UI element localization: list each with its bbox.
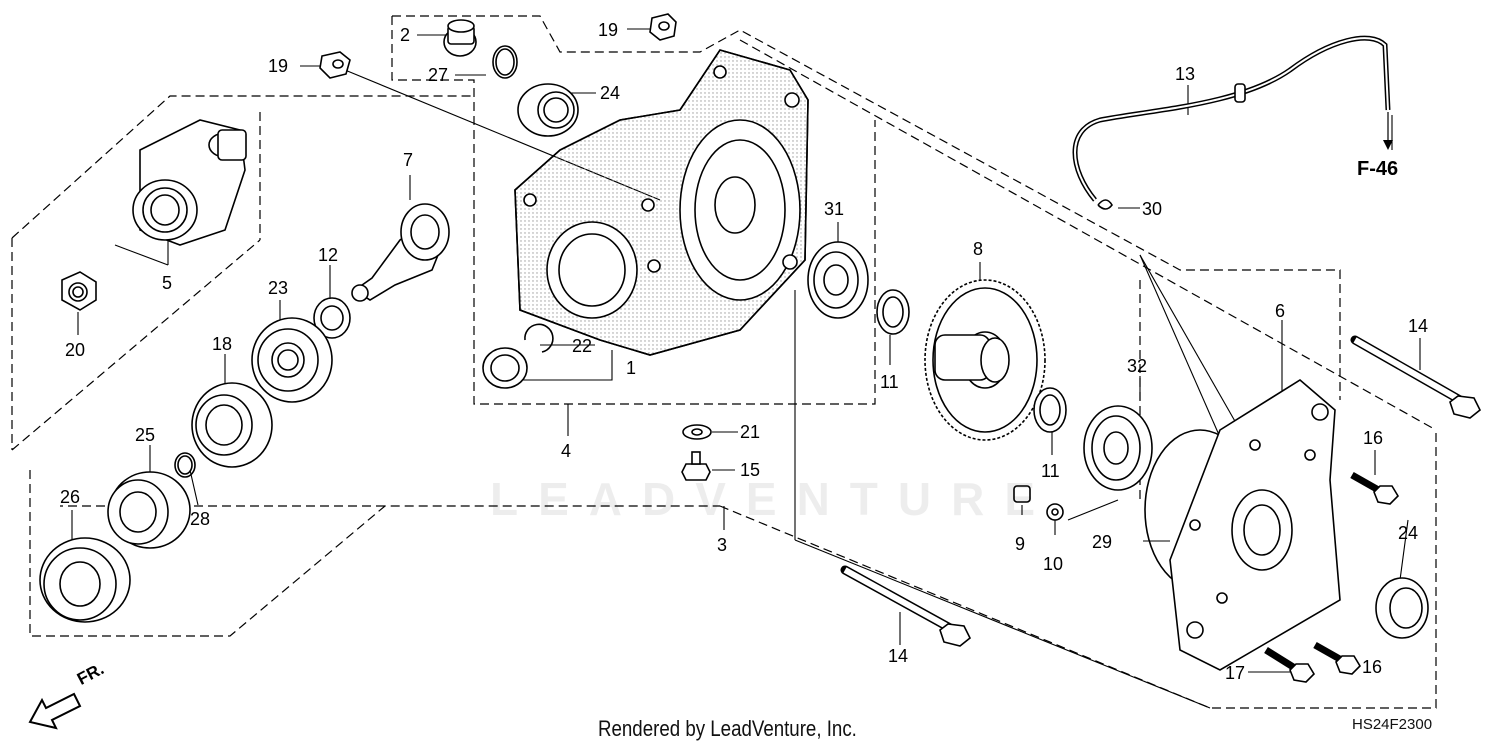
callout-5: 5: [162, 273, 172, 293]
callout-31: 31: [824, 199, 844, 219]
part-11-shim-left: [876, 289, 910, 335]
callout-13: 13: [1175, 64, 1195, 84]
callout-10: 10: [1043, 554, 1063, 574]
callout-21: 21: [740, 422, 760, 442]
part-21-washer: [682, 424, 712, 440]
callout-4: 4: [561, 441, 571, 461]
part-19-nut-top: [649, 13, 677, 41]
callout-7: 7: [403, 150, 413, 170]
cross-reference-label: F-46: [1357, 158, 1399, 180]
part-11-shim-right: [1033, 387, 1067, 433]
callout-17: 17: [1225, 663, 1245, 683]
part-8-ring-gear: [924, 279, 1046, 441]
outline-right-mid: [739, 39, 1437, 431]
callout-23: 23: [268, 278, 288, 298]
callout-18: 18: [212, 334, 232, 354]
callout-11-left: 11: [880, 372, 899, 392]
callout-3: 3: [717, 535, 727, 555]
part-25-bearing-holder: [107, 471, 191, 549]
callout-14-upper: 14: [1408, 316, 1428, 336]
part-22-circlip: [524, 323, 554, 353]
part-16-bolt-lower: [1313, 641, 1362, 675]
callout-16-upper: 16: [1363, 428, 1383, 448]
part-24-seal-right: [1375, 577, 1429, 639]
part-27-o-ring: [492, 45, 518, 79]
callout-25: 25: [135, 425, 155, 445]
callout-2: 2: [400, 25, 410, 45]
part-9-dowel-pin: [1013, 485, 1031, 503]
callout-24-top: 24: [600, 83, 620, 103]
footer-credit: Rendered by LeadVenture, Inc.: [598, 716, 857, 741]
part-12-collar: [313, 297, 351, 339]
outline-housing-top: [392, 15, 1341, 400]
part-4-gear-case: [514, 49, 809, 356]
callout-12: 12: [318, 245, 338, 265]
callout-numbers: 1 2 3 4 5 6 7 8 9 10 11 11 12 13 14 14 1…: [60, 20, 1428, 683]
part-16-bolt-upper: [1350, 471, 1400, 505]
part-28-o-ring: [174, 452, 196, 478]
part-26-cover: [39, 537, 131, 623]
callout-29: 29: [1092, 532, 1112, 552]
part-19-nut-left: [319, 51, 351, 79]
callout-9: 9: [1015, 534, 1025, 554]
part-2-cap: [443, 19, 477, 57]
callout-22: 22: [572, 336, 592, 356]
callout-32: 32: [1127, 356, 1147, 376]
part-13-breather-hose: [1072, 35, 1391, 202]
part-7-pinion-gear: [351, 203, 450, 302]
callout-19-left: 19: [268, 56, 288, 76]
part-23-bearing: [251, 317, 333, 403]
watermark: LEADVENTURE: [490, 473, 1056, 525]
callout-8: 8: [973, 239, 983, 259]
part-18-lock-nut: [191, 382, 273, 468]
part-6-case-cover: [1169, 379, 1341, 671]
front-direction-arrow: [28, 692, 82, 730]
cross-reference-arrow: [1383, 112, 1393, 150]
outline-lower-left: [29, 470, 720, 637]
callout-27: 27: [428, 65, 448, 85]
outline-housing-box: [391, 16, 876, 405]
callout-1: 1: [626, 358, 636, 378]
part-14-bolt-lower: [840, 565, 972, 647]
outline-left-diagonal: [11, 239, 261, 451]
callout-19-top: 19: [598, 20, 618, 40]
callout-11-right: 11: [1041, 461, 1060, 481]
callout-28: 28: [190, 509, 210, 529]
part-5-flange: [132, 119, 247, 246]
part-20-nut: [61, 271, 97, 311]
part-24-seal-top: [517, 83, 579, 137]
part-31-bearing: [807, 241, 869, 319]
part-30-clip: [1097, 199, 1113, 210]
part-32-bearing: [1083, 405, 1153, 491]
callout-16-lower: 16: [1362, 657, 1382, 677]
callout-26: 26: [60, 487, 80, 507]
callout-20: 20: [65, 340, 85, 360]
diagram-code: HS24F2300: [1352, 716, 1433, 733]
part-14-bolt-upper: [1350, 335, 1482, 419]
part-10-washer: [1046, 503, 1064, 521]
outline-left-group: [11, 95, 474, 239]
part-1-needle-bearing: [482, 347, 528, 389]
callout-6: 6: [1275, 301, 1285, 321]
callout-14-lower: 14: [888, 646, 908, 666]
callout-15: 15: [740, 460, 760, 480]
part-15-bolt: [681, 451, 711, 481]
part-17-bolt: [1264, 647, 1316, 683]
callout-24-right: 24: [1398, 523, 1418, 543]
callout-30: 30: [1142, 199, 1162, 219]
